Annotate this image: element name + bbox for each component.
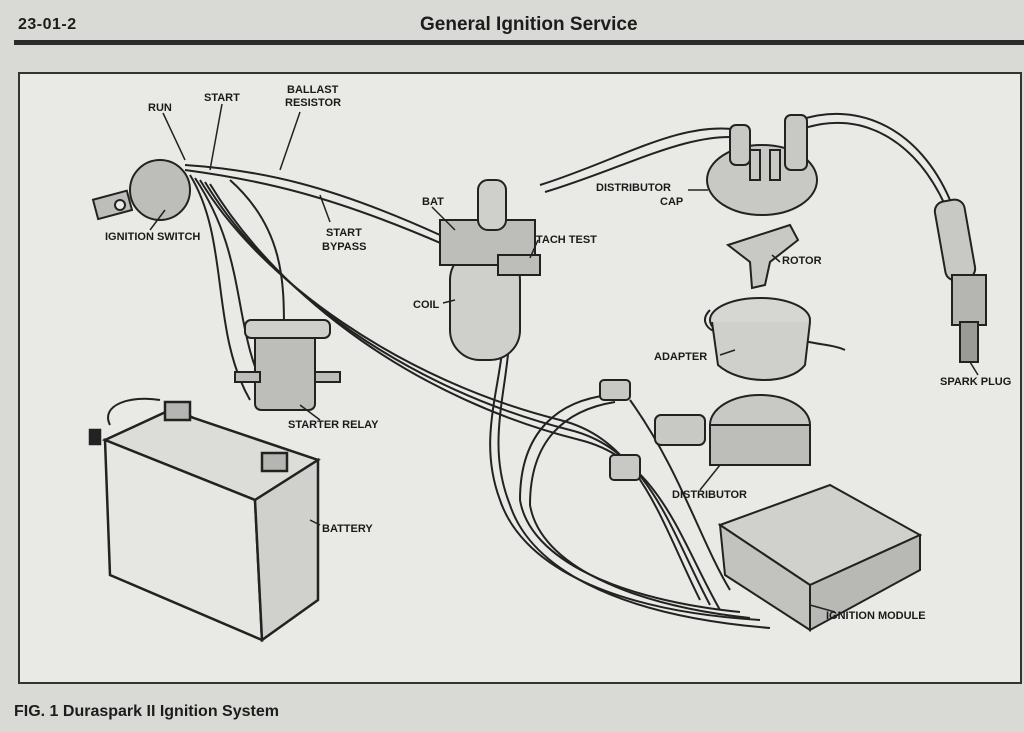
label-start: START <box>204 92 240 104</box>
label-ignition-switch: IGNITION SWITCH <box>105 231 200 243</box>
page-header: 23-01-2 General Ignition Service <box>0 0 1024 50</box>
battery <box>88 400 321 643</box>
section-title: General Ignition Service <box>420 14 638 35</box>
label-distributor-cap-line2: CAP <box>660 196 683 208</box>
label-ballast-resistor-line1: BALLAST <box>287 84 339 96</box>
distributor-cap <box>706 114 818 216</box>
label-tach-test: TACH TEST <box>536 234 597 246</box>
label-coil: COIL <box>413 299 440 311</box>
label-distributor: DISTRIBUTOR <box>672 489 747 501</box>
leader-lines <box>149 103 979 613</box>
label-rotor: ROTOR <box>782 255 822 267</box>
header-rule <box>14 40 1024 45</box>
label-start-bypass-line2: BYPASS <box>322 241 366 253</box>
ignition-module <box>717 483 923 632</box>
rotor <box>725 223 800 290</box>
label-adapter: ADAPTER <box>654 351 707 363</box>
label-battery: BATTERY <box>322 523 373 535</box>
label-ballast-resistor-line2: RESISTOR <box>285 97 341 109</box>
label-spark-plug: SPARK PLUG <box>940 376 1011 388</box>
label-bat: BAT <box>422 196 444 208</box>
page-number: 23-01-2 <box>18 16 77 33</box>
adapter <box>709 297 811 381</box>
label-run: RUN <box>148 102 172 114</box>
label-start-bypass-line1: START <box>326 227 362 239</box>
ignition-switch <box>91 159 191 221</box>
figure-caption: FIG. 1 Duraspark II Ignition System <box>14 703 279 720</box>
starter-relay <box>234 319 341 411</box>
label-distributor-cap-line1: DISTRIBUTOR <box>596 182 671 194</box>
wiring-harness <box>107 112 951 629</box>
coil <box>439 179 541 361</box>
label-starter-relay: STARTER RELAY <box>288 419 379 431</box>
label-ignition-module: IGNITION MODULE <box>826 610 926 622</box>
distributor <box>599 379 811 481</box>
spark-plug <box>933 198 987 363</box>
